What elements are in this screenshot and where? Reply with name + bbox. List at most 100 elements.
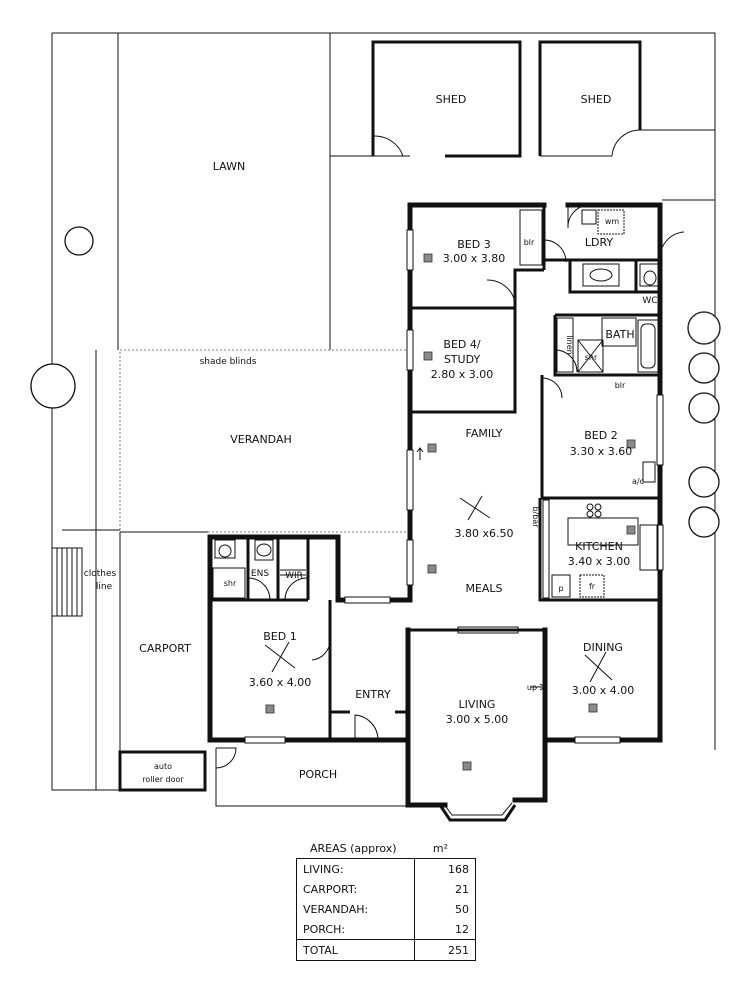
table-row: LIVING: 168 bbox=[296, 858, 476, 879]
room-labels: LAWN SHED SHED shade blinds VERANDAH clo… bbox=[84, 93, 658, 784]
ensuite-shower bbox=[212, 567, 246, 599]
wc-label: WC bbox=[642, 296, 657, 306]
clothes-line bbox=[51, 547, 83, 617]
tree-icon bbox=[688, 506, 720, 538]
external-walls bbox=[207, 202, 663, 808]
bed4-dim: 2.80 x 3.00 bbox=[431, 368, 494, 381]
area-value: 12 bbox=[455, 922, 469, 936]
kitchen-dim: 3.40 x 3.00 bbox=[568, 555, 631, 568]
living-bay-window bbox=[438, 802, 517, 822]
roller-door-label-2: roller door bbox=[142, 775, 184, 784]
light-fittings bbox=[265, 253, 636, 771]
ac-label: a/c bbox=[632, 477, 644, 486]
fridge-label: fr bbox=[589, 582, 596, 591]
bed2-label: BED 2 bbox=[584, 429, 617, 442]
clothes-line-label-2: line bbox=[96, 582, 113, 592]
area-name: PORCH: bbox=[296, 919, 415, 940]
table-row-total: TOTAL 251 bbox=[296, 939, 476, 961]
door-swings bbox=[247, 204, 685, 741]
tree-icon bbox=[64, 226, 94, 256]
kitchen-label: KITCHEN bbox=[575, 540, 623, 553]
roller-door-label-1: auto bbox=[154, 762, 172, 771]
areas-unit: m² bbox=[432, 841, 448, 855]
ens-label: ENS bbox=[251, 569, 269, 579]
carport bbox=[118, 531, 208, 792]
wir-label: WIR bbox=[285, 571, 303, 581]
shade-blinds-label: shade blinds bbox=[200, 357, 257, 367]
bed4-label-2: STUDY bbox=[444, 353, 481, 366]
total-name: TOTAL bbox=[296, 939, 415, 961]
bed1-label: BED 1 bbox=[263, 630, 296, 643]
family-label: FAMILY bbox=[466, 427, 503, 440]
tree-icon bbox=[687, 311, 721, 345]
linen-label: linen bbox=[565, 335, 574, 355]
tree-icon bbox=[30, 363, 76, 409]
dining-label: DINING bbox=[583, 641, 623, 654]
area-value: 50 bbox=[455, 902, 469, 916]
bed3-dim: 3.00 x 3.80 bbox=[443, 252, 506, 265]
kitchen-island bbox=[567, 517, 639, 546]
shr-ens-label: shr bbox=[224, 579, 237, 588]
area-name: LIVING: bbox=[296, 858, 415, 879]
areas-title: AREAS (approx) bbox=[310, 841, 397, 855]
pantry-label: p bbox=[558, 584, 563, 593]
family-meals-dim: 3.80 x6.50 bbox=[455, 527, 514, 540]
areas-grid: LIVING: 168 CARPORT: 21 VERANDAH: 50 POR… bbox=[296, 858, 476, 961]
areas-header: AREAS (approx) m² bbox=[296, 838, 476, 858]
lawn-label: LAWN bbox=[213, 160, 245, 173]
shed-right bbox=[538, 40, 642, 157]
porch-outline bbox=[215, 748, 408, 807]
meals-label: MEALS bbox=[465, 582, 502, 595]
clothes-line-label-1: clothes bbox=[84, 569, 117, 579]
fridge bbox=[579, 574, 605, 598]
up-label: up bbox=[527, 683, 537, 692]
porch-label: PORCH bbox=[299, 768, 337, 781]
bbar-label: b/bar bbox=[531, 506, 540, 528]
bath-label: BATH bbox=[605, 328, 634, 341]
bed1-dim: 3.60 x 4.00 bbox=[249, 676, 312, 689]
table-row: VERANDAH: 50 bbox=[296, 899, 476, 919]
bed4-label-1: BED 4/ bbox=[443, 338, 480, 351]
shr-bath-label: shr bbox=[585, 353, 598, 362]
blr-bed2-label: blr bbox=[615, 381, 626, 390]
area-value: 168 bbox=[448, 862, 469, 876]
shed-right-label: SHED bbox=[581, 93, 612, 106]
shed-left bbox=[371, 40, 522, 158]
area-value: 21 bbox=[455, 882, 469, 896]
fixtures bbox=[212, 209, 659, 691]
porch-door-swing bbox=[215, 747, 237, 769]
shed-left-label: SHED bbox=[436, 93, 467, 106]
shower-bath bbox=[577, 339, 604, 373]
areas-table: AREAS (approx) m² LIVING: 168 CARPORT: 2… bbox=[296, 838, 476, 961]
bed2-dim: 3.30 x 3.60 bbox=[570, 445, 633, 458]
wm-label: wm bbox=[605, 217, 620, 226]
dining-dim: 3.00 x 4.00 bbox=[572, 684, 635, 697]
ldry-label: LDRY bbox=[585, 236, 614, 249]
linen-cupboard bbox=[556, 317, 574, 373]
tree-icon bbox=[688, 466, 720, 498]
washing-machine bbox=[597, 209, 625, 235]
internal-walls bbox=[210, 205, 660, 740]
tree-icon bbox=[688, 392, 720, 424]
property-boundary bbox=[51, 32, 716, 791]
table-row: CARPORT: 21 bbox=[296, 879, 476, 899]
total-value: 251 bbox=[414, 939, 476, 961]
living-dim: 3.00 x 5.00 bbox=[446, 713, 509, 726]
laundry-tub bbox=[581, 209, 597, 225]
pantry bbox=[551, 574, 571, 598]
tree-icon bbox=[688, 352, 720, 384]
windows bbox=[244, 229, 664, 744]
table-row: PORCH: 12 bbox=[296, 919, 476, 940]
entry-label: ENTRY bbox=[355, 688, 391, 701]
carport-label: CARPORT bbox=[139, 642, 191, 655]
bed3-label: BED 3 bbox=[457, 238, 490, 251]
area-name: VERANDAH: bbox=[296, 899, 415, 919]
bathtub bbox=[637, 319, 659, 373]
area-name: CARPORT: bbox=[296, 879, 415, 899]
ceiling-fans bbox=[264, 495, 613, 683]
blr-bed3-label: blr bbox=[524, 238, 535, 247]
living-label: LIVING bbox=[459, 698, 496, 711]
verandah-label: VERANDAH bbox=[230, 433, 292, 446]
trees bbox=[30, 226, 721, 538]
